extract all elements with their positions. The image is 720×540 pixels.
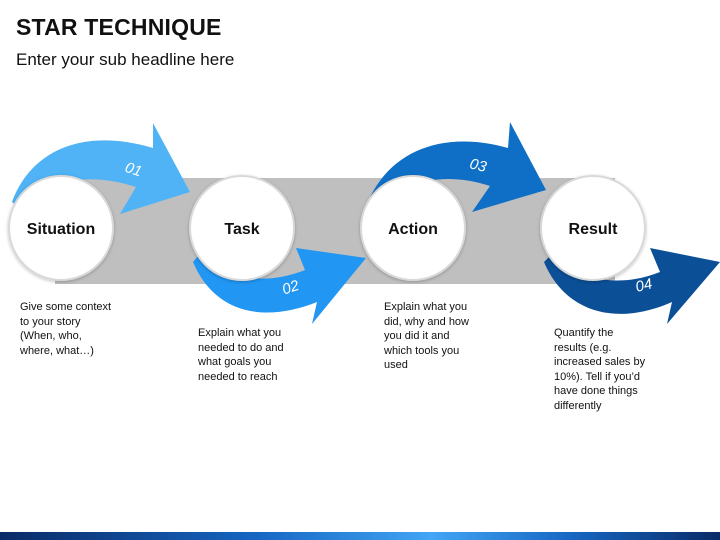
circle-task [189, 175, 295, 281]
description-task: Explain what you needed to do and what g… [198, 327, 284, 383]
arrow-04 [544, 248, 720, 324]
arrow-01 [12, 123, 190, 214]
circle-situation [8, 175, 114, 281]
circle-result [540, 175, 646, 281]
description-result: Quantify the results (e.g. increased sal… [554, 327, 646, 412]
page-subtitle: Enter your sub headline here [16, 50, 235, 69]
label-situation: Situation [27, 221, 95, 238]
page-title: STAR TECHNIQUE [16, 14, 222, 40]
label-action: Action [388, 221, 438, 238]
step-number-04: 04 [634, 275, 654, 296]
label-result: Result [569, 221, 619, 238]
description-action: Explain what you did, why and how you di… [384, 301, 469, 371]
description-situation: Give some context to your story (When, w… [20, 301, 112, 357]
label-task: Task [224, 221, 259, 238]
step-number-03: 03 [468, 155, 489, 176]
footer-bar [0, 532, 720, 540]
circle-action [360, 175, 466, 281]
step-number-02: 02 [280, 277, 302, 299]
step-number-01: 01 [123, 159, 144, 180]
arrow-02 [193, 248, 366, 324]
arrow-03 [368, 122, 546, 212]
